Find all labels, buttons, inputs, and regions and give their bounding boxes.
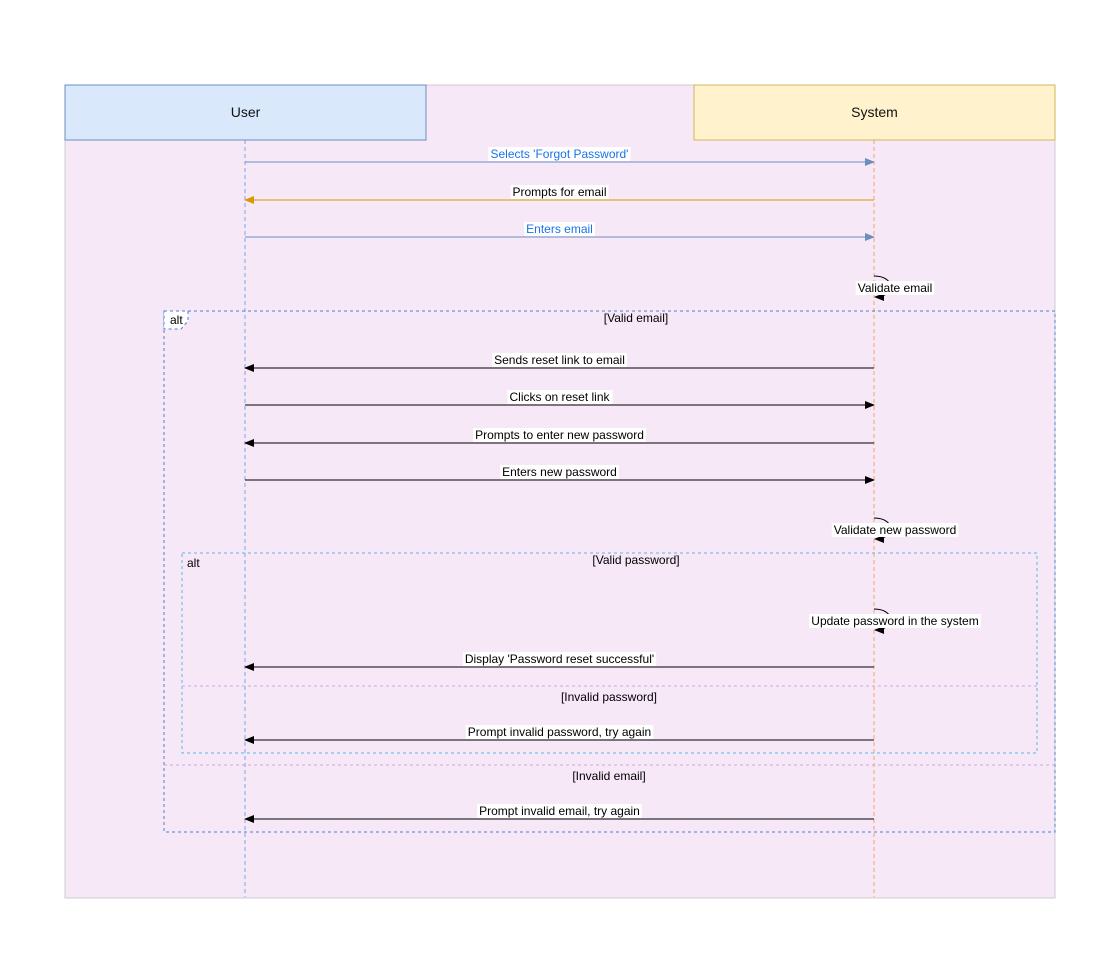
message-prompts-for-email[interactable]: Prompts for email xyxy=(244,185,874,204)
message-label-bg xyxy=(465,725,654,739)
self-message-validate-email[interactable]: Validate email xyxy=(855,275,935,301)
inner-alt-fragment: alt [Valid password] [Invalid password] xyxy=(181,552,1038,754)
self-message-validate-new-password[interactable]: Validate new password xyxy=(831,517,959,543)
outer-guard-valid: [Valid email] xyxy=(604,311,668,325)
self-message-label: Validate email xyxy=(858,281,932,295)
message-prompt-invalid-email-try-again[interactable]: Prompt invalid email, try again xyxy=(244,804,874,823)
message-label: Enters email xyxy=(526,222,593,236)
message-label-bg xyxy=(477,804,642,818)
message-label: Sends reset link to email xyxy=(494,353,625,367)
message-label-bg xyxy=(500,465,619,479)
participant-user-label: User xyxy=(231,104,261,120)
message-prompts-to-enter-new-password[interactable]: Prompts to enter new password xyxy=(244,428,874,447)
participant-system[interactable]: System xyxy=(693,84,1056,141)
self-message-label-bg xyxy=(855,281,935,295)
message-sends-reset-link-to-email[interactable]: Sends reset link to email xyxy=(244,353,874,372)
message-label: Clicks on reset link xyxy=(509,390,610,404)
message-label-bg xyxy=(510,185,609,199)
message-label: Prompt invalid email, try again xyxy=(479,804,640,818)
message-clicks-on-reset-link[interactable]: Clicks on reset link xyxy=(245,390,875,409)
message-label: Selects 'Forgot Password' xyxy=(491,147,629,161)
message-selects-forgot-password[interactable]: Selects 'Forgot Password' xyxy=(245,147,875,166)
self-message-label-bg xyxy=(809,614,981,628)
message-layer: Selects 'Forgot Password' Prompts for ema… xyxy=(244,147,875,823)
self-message-update-password-in-the-system[interactable]: Update password in the system xyxy=(809,608,981,634)
message-label-bg xyxy=(524,222,595,236)
outer-alt-tag: alt xyxy=(170,313,183,327)
outer-alt-tag-box xyxy=(163,310,189,330)
message-label-bg xyxy=(473,428,646,442)
message-label: Prompts for email xyxy=(512,185,606,199)
self-message-label: Update password in the system xyxy=(811,614,978,628)
message-prompt-invalid-password-try-again[interactable]: Prompt invalid password, try again xyxy=(244,725,874,744)
message-label-bg xyxy=(462,652,657,666)
message-enters-new-password[interactable]: Enters new password xyxy=(245,465,875,484)
message-label: Prompts to enter new password xyxy=(475,428,644,442)
message-label-bg xyxy=(488,147,631,161)
diagram-canvas xyxy=(64,84,1056,899)
message-enters-email[interactable]: Enters email xyxy=(245,222,875,241)
message-display-password-reset-successful[interactable]: Display 'Password reset successful' xyxy=(244,652,874,671)
participant-user[interactable]: User xyxy=(64,84,427,141)
self-message-label: Validate new password xyxy=(834,523,957,537)
message-label-bg xyxy=(507,390,613,404)
message-label-bg xyxy=(492,353,627,367)
self-message-label-bg xyxy=(831,523,959,537)
outer-guard-invalid: [Invalid email] xyxy=(572,769,645,783)
message-label: Display 'Password reset successful' xyxy=(465,652,654,666)
participant-system-label: System xyxy=(851,104,898,120)
inner-guard-valid: [Valid password] xyxy=(592,553,679,567)
outer-alt-fragment: alt [Valid email] [Invalid email] xyxy=(163,310,1056,833)
inner-alt-tag: alt xyxy=(187,556,200,570)
message-label: Prompt invalid password, try again xyxy=(468,725,651,739)
message-label: Enters new password xyxy=(502,465,617,479)
inner-guard-invalid: [Invalid password] xyxy=(561,690,657,704)
